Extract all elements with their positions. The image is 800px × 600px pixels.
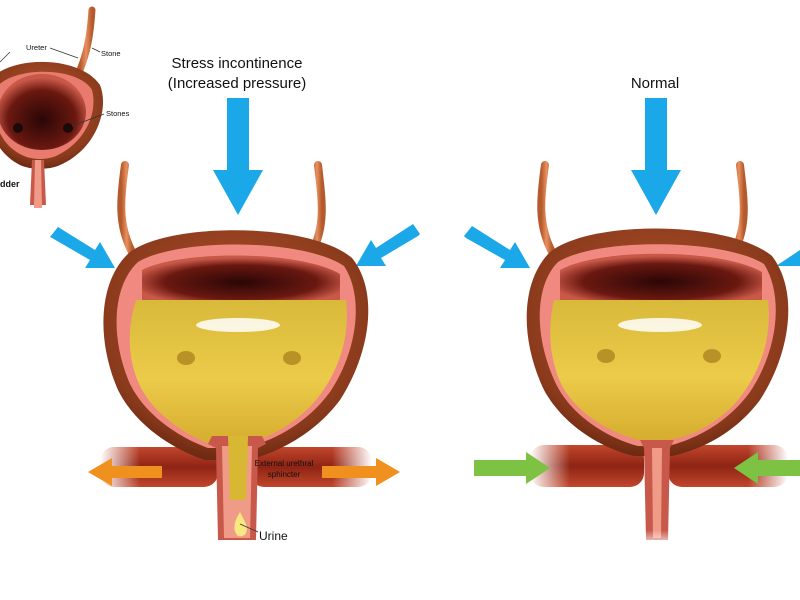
inset-ureter-label: Ureter: [26, 43, 47, 52]
normal-ureteric-orifice-right-icon: [703, 349, 721, 363]
urine-normal: [550, 300, 769, 440]
urine-leak-stream: [228, 436, 248, 500]
pressure-arrow-down-icon: [213, 98, 263, 215]
normal-bladder: Normal: [464, 75, 800, 548]
inset-stone-label: Stone: [101, 49, 121, 58]
urine-label: Urine: [259, 529, 288, 543]
bladder-dome-normal: [560, 253, 762, 300]
urine-stress: [129, 300, 347, 444]
sphincter-label-line2: sphincter: [268, 470, 301, 479]
ureter-left-icon: [117, 161, 136, 256]
sphincter-open-arrow-left-icon: [88, 458, 162, 486]
inset-bladder-label: dder: [0, 179, 20, 189]
stress-title-line1: Stress incontinence: [172, 55, 303, 72]
normal-pressure-arrow-down-icon: [631, 98, 681, 215]
ureteric-orifice-left-icon: [177, 351, 195, 365]
stress-title-line2: (Increased pressure): [168, 75, 306, 92]
inset-stones-label: Stones: [106, 109, 130, 118]
normal-ureter-left-icon: [537, 161, 556, 256]
sphincter-closed-arrow-right-icon: [734, 452, 800, 484]
sphincter-open-arrow-right-icon: [322, 458, 400, 486]
inset-bladder-cavity: [0, 74, 86, 150]
ureter-right-icon: [308, 161, 326, 256]
normal-ureteric-orifice-left-icon: [597, 349, 615, 363]
pressure-arrow-right-icon: [356, 224, 420, 266]
pressure-arrow-left-icon: [50, 227, 115, 268]
inset-bladder-stones: Ureter Stone Stones dder: [0, 6, 130, 208]
inset-stone-right-icon: [63, 123, 73, 133]
normal-pressure-arrow-right-icon: [776, 250, 800, 266]
sphincter-closed-arrow-left-icon: [474, 452, 550, 484]
ureteric-orifice-right-icon: [283, 351, 301, 365]
inset-ureter-icon: [76, 6, 96, 74]
bladder-dome-stress: [142, 255, 340, 300]
normal-pressure-arrow-left-icon: [464, 226, 530, 268]
normal-title: Normal: [631, 75, 679, 92]
inset-stone-left-icon: [13, 123, 23, 133]
stress-incontinence-bladder: Stress incontinence (Increased pressure): [50, 55, 420, 556]
sphincter-label-line1: External urethral: [255, 459, 314, 468]
normal-sphincter-muscle-left: [530, 445, 644, 487]
